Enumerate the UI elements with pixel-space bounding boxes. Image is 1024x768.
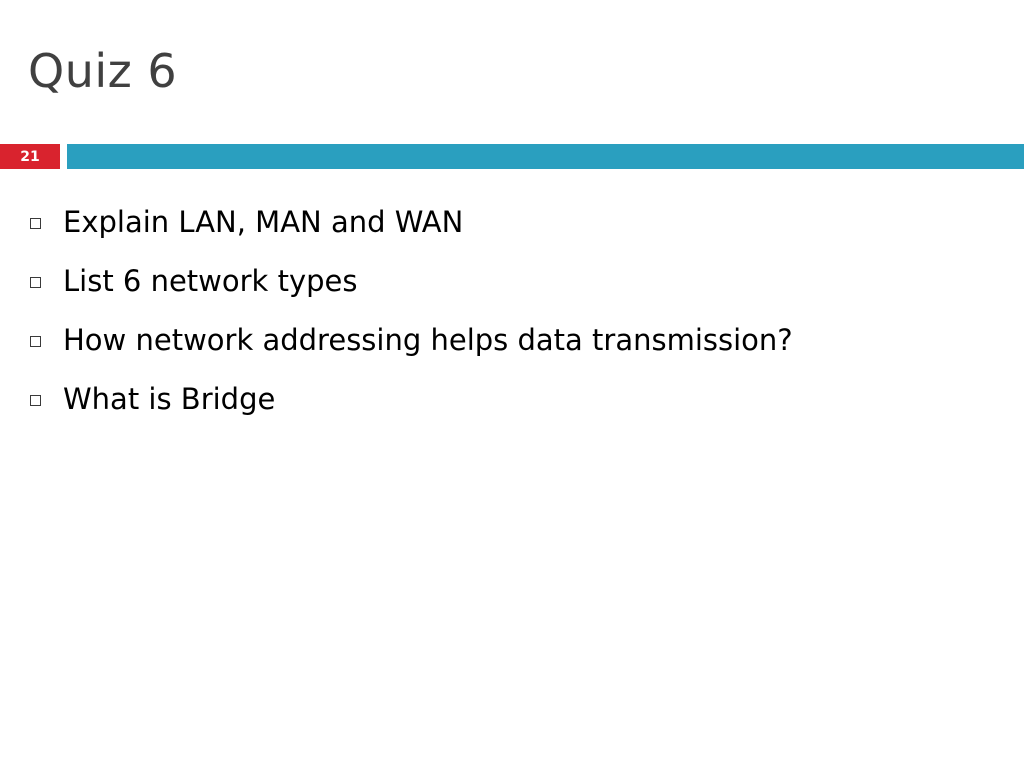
bullet-text: List 6 network types (63, 263, 358, 298)
bullet-text: What is Bridge (63, 381, 276, 416)
bullet-item: How network addressing helps data transm… (30, 310, 990, 369)
slide-title: Quiz 6 (28, 44, 178, 98)
bullet-text: Explain LAN, MAN and WAN (63, 204, 464, 239)
slide-number-badge: 21 (0, 144, 60, 169)
square-bullet-icon (30, 395, 41, 406)
bullet-item: What is Bridge (30, 369, 990, 428)
bullet-text: How network addressing helps data transm… (63, 322, 793, 357)
bullet-item: List 6 network types (30, 251, 990, 310)
accent-bar (67, 144, 1024, 169)
square-bullet-icon (30, 218, 41, 229)
slide-number: 21 (20, 148, 40, 165)
square-bullet-icon (30, 277, 41, 288)
bullet-list: Explain LAN, MAN and WAN List 6 network … (30, 192, 990, 428)
square-bullet-icon (30, 336, 41, 347)
bullet-item: Explain LAN, MAN and WAN (30, 192, 990, 251)
